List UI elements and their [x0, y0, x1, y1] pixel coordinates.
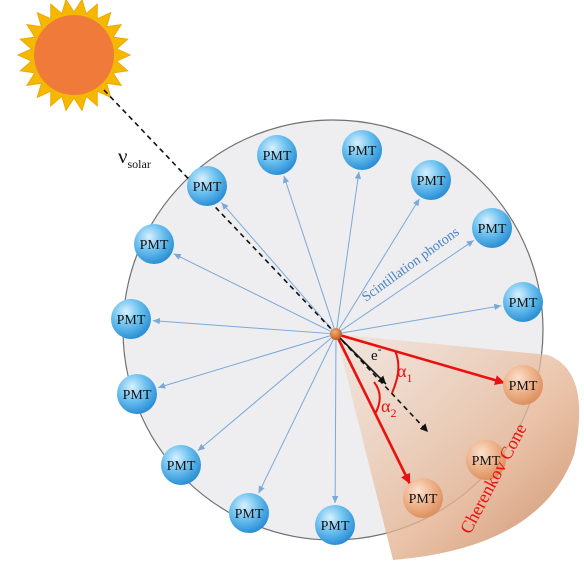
scintillation-arrows [152, 171, 502, 504]
pmt: PMT [117, 374, 157, 414]
electron-label: e- [371, 342, 382, 364]
scintillation-arrow [340, 239, 475, 332]
pmt-label: PMT [167, 459, 196, 474]
pmt: PMT [411, 160, 451, 200]
scintillation-arrow [157, 335, 331, 389]
scintillation-arrow [338, 198, 420, 330]
pmt: PMT [472, 208, 512, 248]
pmt: PMT [257, 135, 297, 175]
scintillation-arrow [197, 337, 332, 452]
sun-icon [16, 0, 132, 112]
pmt-cherenkov: PMT [466, 440, 506, 480]
scintillation-arrow [336, 171, 362, 329]
scintillation-arrow [221, 202, 333, 330]
angle-label-2: α2 [381, 396, 396, 420]
pmt-label: PMT [235, 507, 264, 522]
pmt: PMT [111, 299, 151, 339]
scintillation-arrow [173, 253, 331, 332]
pmt-label: PMT [509, 379, 538, 394]
pmt: PMT [161, 445, 201, 485]
pmt-label: PMT [263, 149, 292, 164]
pmt-label: PMT [509, 296, 538, 311]
pmt-label: PMT [140, 238, 169, 253]
angle-arc-1 [391, 350, 400, 394]
angle-label-1: α1 [397, 361, 412, 385]
electron-arrow [335, 333, 387, 385]
pmt-cherenkov: PMT [503, 365, 543, 405]
pmt-label: PMT [117, 313, 146, 328]
pmt: PMT [229, 493, 269, 533]
interaction-vertex [330, 328, 342, 340]
cherenkov-ray-1 [335, 332, 506, 386]
pmt-label: PMT [193, 180, 222, 195]
pmt-label: PMT [321, 519, 350, 534]
solar-neutrino-label: νsolar [118, 144, 151, 171]
pmt-label: PMT [478, 222, 507, 237]
pmt-label: PMT [123, 388, 152, 403]
scintillation-arrow [258, 339, 334, 494]
pmt: PMT [134, 224, 174, 264]
pmt-label: PMT [409, 492, 438, 507]
scintillation-arrow [283, 175, 335, 329]
pmt-array: PMT PMT PMT PMT PMT PMT PMT PMT PMT PMT PMT PMT PMT P… [111, 130, 543, 545]
pmt: PMT [342, 130, 382, 170]
pmt: PMT [503, 282, 543, 322]
pmt-cherenkov: PMT [403, 478, 443, 518]
cherenkov-ray-2 [334, 333, 412, 485]
pmt: PMT [315, 505, 355, 545]
pmt-label: PMT [417, 174, 446, 189]
pmt-label: PMT [348, 144, 377, 159]
scintillation-arrow [152, 317, 331, 335]
solar-neutrino-path [103, 89, 337, 335]
scintillation-arrow [341, 303, 502, 334]
scintillation-arrow [331, 339, 339, 504]
pmt-label: PMT [472, 454, 501, 469]
angle-arc-2 [373, 381, 381, 415]
pmt: PMT [187, 166, 227, 206]
